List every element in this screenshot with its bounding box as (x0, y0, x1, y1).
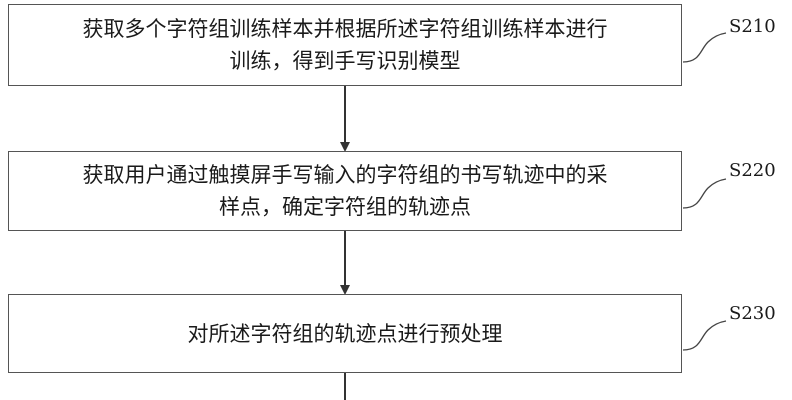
step-text-line: 获取多个字符组训练样本并根据所述字符组训练样本进行 (82, 17, 608, 41)
step-label-s230: S230 (729, 303, 776, 324)
step-label-s210: S210 (729, 16, 776, 37)
step-text-s210: 获取多个字符组训练样本并根据所述字符组训练样本进行 训练，得到手写识别模型 (83, 13, 608, 77)
step-text-s220: 获取用户通过触摸屏手写输入的字符组的书写轨迹中的采 样点，确定字符组的轨迹点 (83, 159, 608, 223)
step-text-line: 对所述字符组的轨迹点进行预处理 (187, 321, 503, 346)
leader-line-s220 (682, 178, 727, 209)
step-text-line: 训练，得到手写识别模型 (229, 49, 461, 73)
leader-line-s230 (682, 320, 727, 351)
step-box-s230: 对所述字符组的轨迹点进行预处理 (8, 294, 682, 373)
step-text-line: 获取用户通过触摸屏手写输入的字符组的书写轨迹中的采 (82, 163, 608, 187)
step-text-line: 样点，确定字符组的轨迹点 (219, 195, 471, 219)
leader-line-s210 (682, 32, 727, 63)
step-box-s210: 获取多个字符组训练样本并根据所述字符组训练样本进行 训练，得到手写识别模型 (8, 4, 682, 86)
step-box-s220: 获取用户通过触摸屏手写输入的字符组的书写轨迹中的采 样点，确定字符组的轨迹点 (8, 151, 682, 231)
step-label-s220: S220 (729, 160, 776, 181)
step-text-s230: 对所述字符组的轨迹点进行预处理 (188, 318, 503, 350)
